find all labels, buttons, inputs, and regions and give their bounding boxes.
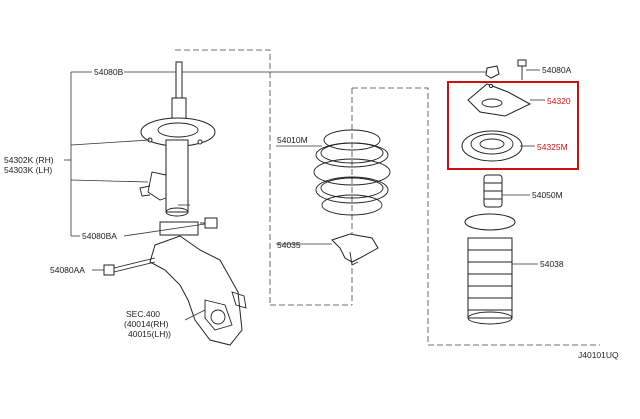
label-54035: 54035 xyxy=(277,240,301,250)
diagram-id: J40101UQ xyxy=(578,350,619,360)
strut-mount xyxy=(467,83,532,117)
label-54320: 54320 xyxy=(547,96,571,106)
top-nut-bolt xyxy=(485,59,527,80)
label-54302k: 54302K (RH) xyxy=(4,155,54,165)
label-40014: (40014(RH) xyxy=(124,319,169,329)
strut-assembly xyxy=(103,61,247,346)
label-40015: 40015(LH)) xyxy=(128,329,171,339)
label-54080a: 54080A xyxy=(542,65,572,75)
highlight-box xyxy=(447,81,579,170)
label-54303k: 54303K (LH) xyxy=(4,165,52,175)
label-54050m: 54050M xyxy=(532,190,563,200)
coil-spring xyxy=(313,129,391,216)
label-54325m: 54325M xyxy=(537,142,568,152)
label-54080ba: 54080BA xyxy=(82,231,117,241)
assembly-outline xyxy=(175,49,600,346)
spring-seat xyxy=(331,233,379,266)
bump-stop xyxy=(483,174,503,208)
dust-boot xyxy=(464,213,516,325)
label-sec400: SEC.400 xyxy=(126,309,160,319)
strut-bearing xyxy=(461,130,523,162)
label-54038: 54038 xyxy=(540,259,564,269)
label-54080aa: 54080AA xyxy=(50,265,85,275)
label-54080b: 54080B xyxy=(94,67,124,77)
label-54010m: 54010M xyxy=(277,135,308,145)
leader-lines xyxy=(64,69,545,321)
